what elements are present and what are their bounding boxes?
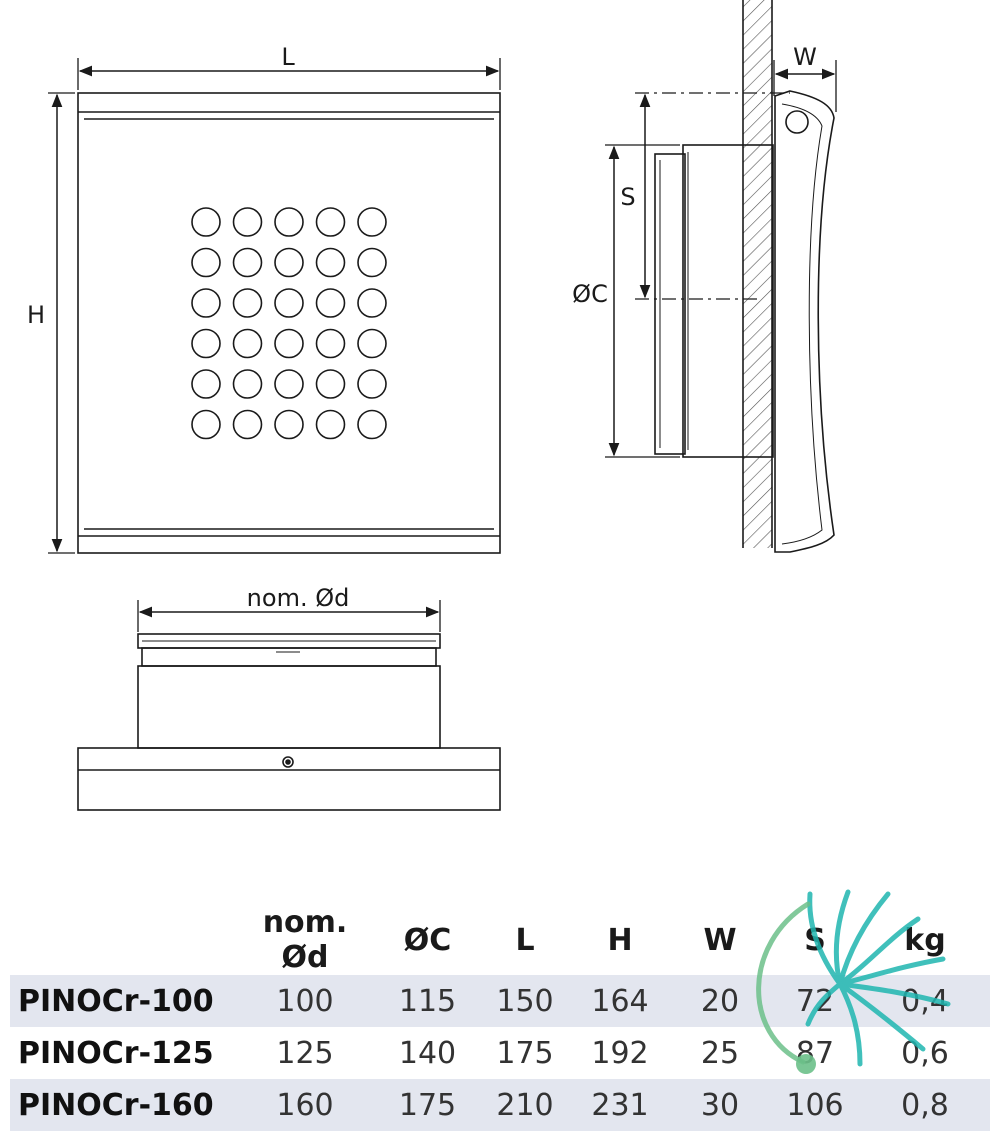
- table-row: PINOCr-160 160 175 210 231 30 106 0,8: [10, 1079, 990, 1131]
- cell-C: 175: [375, 1079, 480, 1131]
- side-view: [654, 0, 835, 553]
- vent-hole: [232, 247, 263, 278]
- dimension-W: W: [773, 43, 837, 112]
- cell-L: 175: [496, 1035, 554, 1071]
- logo-ray: [837, 956, 946, 987]
- vent-hole: [274, 247, 304, 278]
- label-H: H: [27, 301, 45, 329]
- cell-d: 125: [276, 1035, 334, 1071]
- header-H: H: [607, 922, 633, 958]
- vent-hole: [357, 328, 387, 359]
- cell-L: 150: [480, 975, 570, 1027]
- cell-C: 115: [375, 975, 480, 1027]
- vent-hole: [274, 328, 304, 359]
- vent-hole: [357, 207, 387, 237]
- label-W: W: [793, 43, 817, 71]
- cell-H: 231: [570, 1079, 670, 1131]
- vent-hole: [357, 247, 387, 278]
- cell-model: PINOCr-100: [10, 975, 235, 1027]
- logo-ray: [837, 981, 951, 1007]
- vent-hole: [274, 409, 304, 440]
- header-L: L: [515, 922, 535, 958]
- label-d: nom. Ød: [247, 584, 350, 612]
- vent-hole: [315, 288, 346, 318]
- vent-hole: [274, 288, 304, 318]
- dimension-d: nom. Ød: [137, 584, 441, 632]
- vent-hole: [274, 207, 304, 237]
- cell-W: 30: [670, 1079, 770, 1131]
- vent-hole: [232, 369, 263, 399]
- vent-hole: [232, 207, 263, 237]
- vent-hole: [274, 369, 304, 399]
- table-row: PINOCr-100 100 115 150 164 20 72 0,4: [10, 975, 990, 1027]
- vent-hole: [357, 288, 387, 318]
- header-kg: kg: [904, 922, 946, 958]
- vent-hole: [357, 369, 387, 399]
- front-plate-outline: [77, 92, 501, 554]
- header-d: nom. Ød: [262, 905, 348, 975]
- cell-W: 20: [670, 975, 770, 1027]
- vent-hole: [232, 409, 263, 440]
- dimension-H: H: [27, 92, 75, 554]
- dimension-C: ØC: [572, 144, 680, 458]
- label-L: L: [281, 43, 295, 71]
- technical-drawing: L H W S ØC: [27, 0, 837, 811]
- cell-C: 140: [398, 1035, 457, 1071]
- bottom-view: [77, 633, 501, 811]
- label-C: ØC: [572, 280, 608, 308]
- vent-hole: [191, 328, 221, 359]
- vent-hole: [191, 288, 221, 318]
- vent-hole: [315, 207, 346, 237]
- cell-model: PINOCr-160: [10, 1079, 235, 1131]
- vent-hole: [191, 369, 221, 399]
- cell-H: 192: [591, 1035, 649, 1071]
- logo-ray: [805, 981, 843, 1027]
- vent-hole: [315, 409, 346, 440]
- cell-L: 210: [480, 1079, 570, 1131]
- vent-hole: [191, 409, 221, 440]
- logo-ray: [837, 981, 926, 1052]
- vent-hole: [315, 328, 346, 359]
- cell-d: 100: [235, 975, 375, 1027]
- header-model: [10, 905, 235, 975]
- vent-hole: [191, 247, 221, 278]
- dimension-S: S: [620, 92, 790, 300]
- table-header: nom. Ød ØC L H W S kg: [10, 905, 990, 975]
- vent-hole: [191, 207, 221, 237]
- vent-hole: [232, 288, 263, 318]
- spec-table: nom. Ød ØC L H W S kg PINOCr-100 100 115…: [10, 905, 990, 1131]
- label-S: S: [620, 183, 635, 211]
- cell-W: 25: [700, 1035, 740, 1071]
- vent-hole: [232, 328, 263, 359]
- cell-d: 160: [235, 1079, 375, 1131]
- logo-ray: [833, 889, 851, 987]
- cell-model: PINOCr-125: [18, 1035, 214, 1071]
- logo-ray: [837, 981, 863, 1067]
- cell-kg: 0,6: [901, 1035, 949, 1071]
- wall-hatch: [743, 0, 772, 548]
- front-view: [77, 92, 501, 554]
- hole-grid: [191, 207, 387, 440]
- logo-ray: [837, 916, 921, 987]
- brand-logo-icon: [756, 889, 951, 1074]
- cell-H: 164: [570, 975, 670, 1027]
- cell-S: 106: [770, 1079, 860, 1131]
- vent-hole: [357, 409, 387, 440]
- vent-hole: [315, 369, 346, 399]
- vent-hole: [315, 247, 346, 278]
- cell-kg: 0,8: [860, 1079, 990, 1131]
- logo-ray: [837, 891, 891, 987]
- header-W: W: [703, 922, 737, 958]
- dimension-L: L: [77, 43, 501, 90]
- header-C: ØC: [403, 922, 452, 958]
